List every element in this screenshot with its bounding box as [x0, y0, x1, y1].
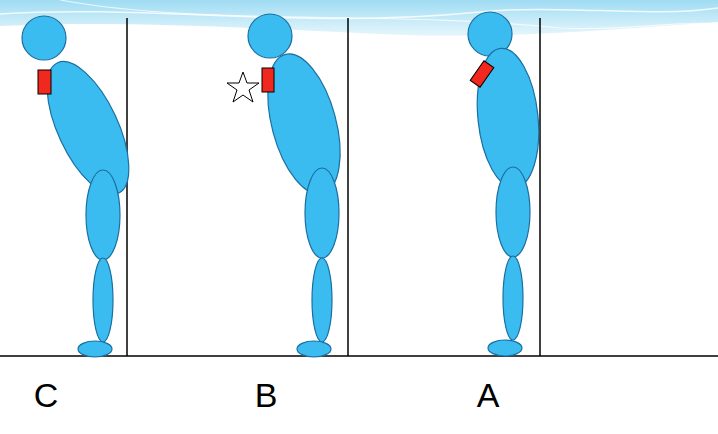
sensor-patch — [470, 61, 494, 88]
figure-letter: A — [477, 378, 500, 412]
figure-c — [22, 16, 146, 357]
figure-letter: B — [255, 378, 278, 412]
figure-letter: C — [34, 378, 59, 412]
wall-line — [126, 18, 128, 356]
figure-b — [248, 14, 354, 357]
wall-line — [539, 18, 541, 356]
star-marker — [227, 72, 259, 102]
sensor-patch — [38, 70, 51, 94]
ground-line — [0, 355, 718, 357]
swirl-line — [0, 8, 718, 19]
sensor-patch — [262, 68, 274, 92]
swirl-line — [60, 0, 718, 29]
header-swirl — [0, 0, 718, 36]
wall-line — [347, 18, 349, 356]
figure-a — [468, 12, 545, 356]
